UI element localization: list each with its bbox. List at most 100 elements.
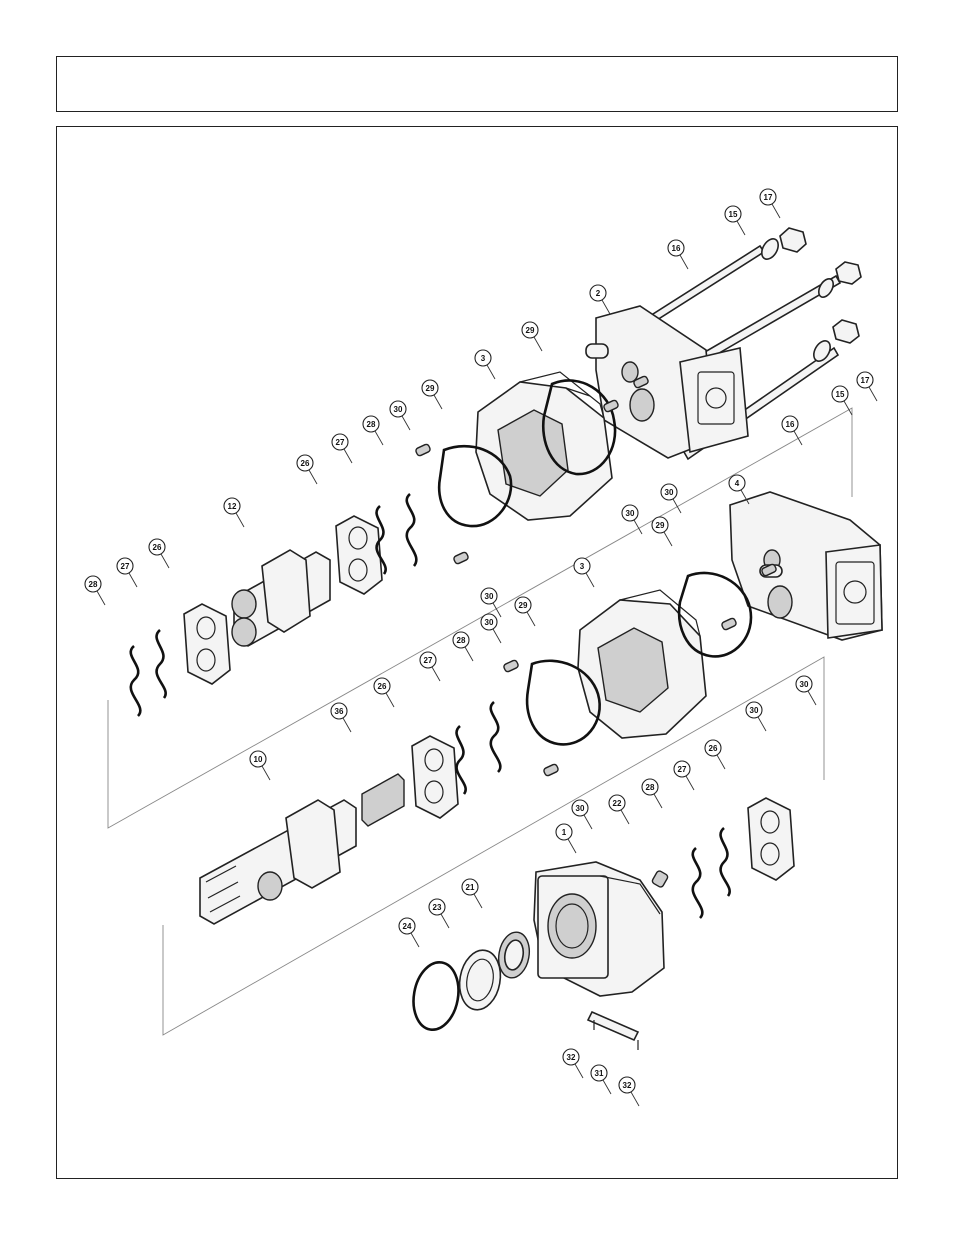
callout-leader: [630, 1091, 640, 1107]
callout-leader: [440, 913, 450, 929]
callout-32: 32: [618, 1076, 640, 1107]
callout-leader: [410, 932, 420, 948]
callout-label: 26: [301, 459, 310, 468]
callout-label: 32: [623, 1081, 632, 1090]
callout-label: 30: [800, 680, 809, 689]
callout-26: 26: [148, 538, 170, 569]
callout-28: 28: [641, 778, 663, 809]
callout-label: 30: [665, 488, 674, 497]
callout-circle: [590, 1064, 608, 1082]
callout-30: 30: [571, 799, 593, 830]
callout-label: 26: [709, 744, 718, 753]
callout-leader: [679, 254, 689, 270]
callout-leader: [807, 690, 817, 706]
callout-leader: [492, 602, 502, 618]
callout-circle: [452, 631, 470, 649]
callout-leader: [533, 336, 543, 352]
callout-circle: [795, 675, 813, 693]
callout-29: 29: [514, 596, 536, 627]
callout-leader: [736, 220, 746, 236]
callout-label: 29: [426, 384, 435, 393]
callout-label: 1: [562, 828, 567, 837]
callout-leader: [431, 666, 441, 682]
callout-label: 26: [153, 543, 162, 552]
callout-label: 16: [672, 244, 681, 253]
drive-gear-part-10: [199, 799, 357, 925]
callout-label: 23: [433, 903, 442, 912]
callout-label: 28: [367, 420, 376, 429]
callout-circle: [724, 205, 742, 223]
callout-27: 27: [331, 433, 353, 464]
callout-leader: [261, 765, 271, 781]
callout-label: 29: [519, 601, 528, 610]
callout-label: 24: [403, 922, 412, 931]
callout-label: 30: [485, 592, 494, 601]
callout-circle: [419, 651, 437, 669]
callout-leader: [663, 531, 673, 547]
callout-23: 23: [428, 898, 450, 929]
callout-circle: [759, 188, 777, 206]
callout-24: 24: [398, 917, 420, 948]
callout-circle: [116, 557, 134, 575]
callout-leader: [633, 519, 643, 535]
callout-label: 30: [485, 618, 494, 627]
callout-leader: [716, 754, 726, 770]
callout-circle: [618, 1076, 636, 1094]
callout-30: 30: [745, 701, 767, 732]
o-ring-part-24: [412, 960, 460, 1032]
callout-circle: [621, 504, 639, 522]
callout-label: 30: [626, 509, 635, 518]
callout-17: 17: [856, 371, 878, 402]
callout-2: 2: [589, 284, 611, 315]
callout-label: 10: [254, 755, 263, 764]
callout-label: 22: [613, 799, 622, 808]
callout-circle: [362, 415, 380, 433]
mounting-flange-part-1: [533, 861, 665, 997]
header-box: [56, 56, 898, 112]
callout-circle: [389, 400, 407, 418]
callout-circle: [330, 702, 348, 720]
callout-leader: [96, 590, 106, 606]
callout-28: 28: [452, 631, 474, 662]
callout-circle: [148, 538, 166, 556]
thrust-plate-c: [411, 735, 459, 819]
nameplate-part-31: [586, 1010, 640, 1042]
callout-circle: [373, 677, 391, 695]
seal-assembly: [412, 931, 531, 1032]
gear-housing-upper-part-3: [475, 371, 613, 521]
callout-28: 28: [362, 415, 384, 446]
callout-label: 30: [750, 706, 759, 715]
callout-circle: [651, 516, 669, 534]
callout-leader: [235, 512, 245, 528]
callout-27: 27: [419, 651, 441, 682]
callout-label: 26: [378, 682, 387, 691]
callout-circle: [667, 239, 685, 257]
drive-screws-part-32: [593, 1020, 639, 1050]
callout-circle: [249, 750, 267, 768]
callout-4: 4: [728, 474, 750, 505]
callout-leader: [583, 814, 593, 830]
callout-circle: [704, 739, 722, 757]
guide-line-lower: [162, 656, 825, 1036]
hex-nut-icon: [832, 319, 860, 344]
assembly-guide-lines: [107, 407, 853, 1036]
callout-circle: [831, 385, 849, 403]
callout-29: 29: [421, 379, 443, 410]
callout-circle: [641, 778, 659, 796]
callout-1: 1: [555, 823, 577, 854]
callout-28: 28: [84, 575, 106, 606]
callout-30: 30: [660, 483, 682, 514]
hex-nut-icon: [779, 227, 807, 253]
callout-circle: [428, 898, 446, 916]
callout-30: 30: [389, 400, 411, 431]
thrust-plate-b: [183, 603, 231, 685]
callout-circle: [514, 596, 532, 614]
callout-label: 15: [836, 390, 845, 399]
callout-circle: [571, 799, 589, 817]
callout-label: 21: [466, 883, 475, 892]
callout-17: 17: [759, 188, 781, 219]
callout-leader: [342, 717, 352, 733]
callout-label: 29: [526, 326, 535, 335]
